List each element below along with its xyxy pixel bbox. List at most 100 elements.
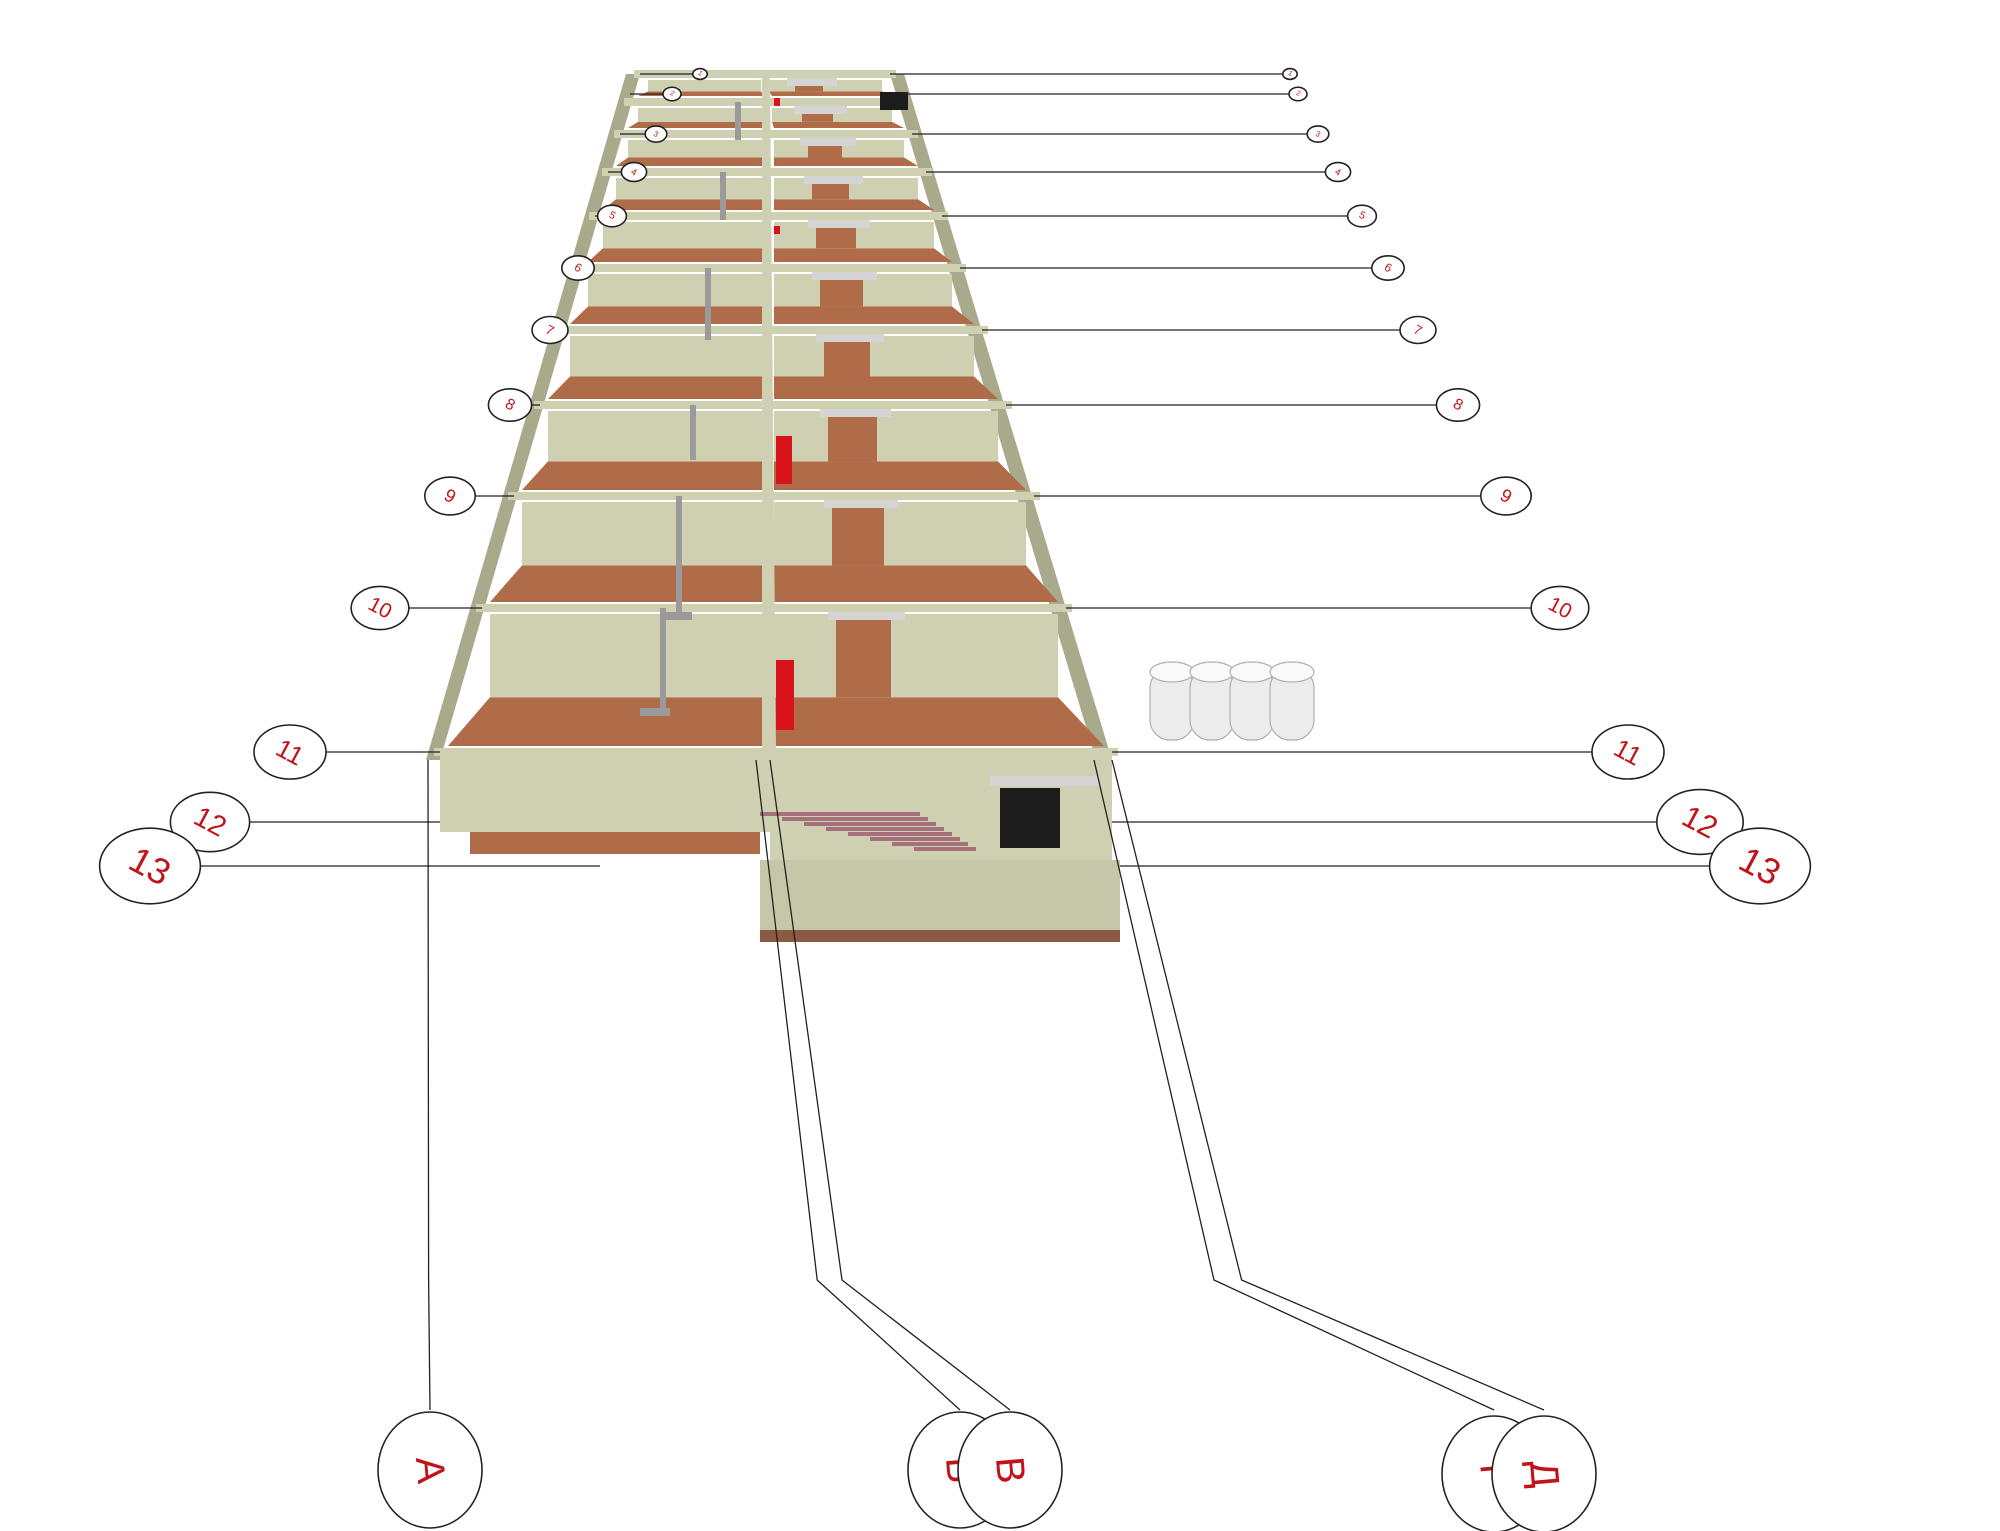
row-axis-circle bbox=[620, 161, 648, 183]
column-leader-col-d bbox=[1111, 759, 1545, 1411]
row-axis-circle bbox=[1346, 204, 1378, 228]
room-floor bbox=[774, 697, 1104, 746]
door-lintel bbox=[990, 776, 1100, 786]
middle-wall bbox=[762, 74, 776, 752]
stair-step bbox=[804, 822, 936, 826]
room-floor bbox=[774, 157, 918, 166]
vertical-pipe bbox=[705, 268, 711, 340]
room-floor bbox=[772, 121, 904, 128]
door-lintel bbox=[800, 138, 856, 146]
vertical-pipe bbox=[660, 608, 666, 716]
front-floor-strip bbox=[470, 832, 760, 854]
row-axis-marker-8: 8 bbox=[487, 387, 533, 422]
column-leader-col-g bbox=[1093, 759, 1495, 1411]
door-lintel bbox=[787, 78, 837, 86]
row-axis-circle bbox=[691, 67, 708, 81]
row-axis-marker-11: 11 bbox=[1591, 724, 1665, 780]
stair-step bbox=[914, 847, 976, 851]
room-floor bbox=[616, 157, 766, 166]
column-axis-marker-col-d: Д bbox=[1491, 1415, 1597, 1531]
entrance-block bbox=[760, 860, 1120, 930]
row-axis-circle bbox=[1435, 387, 1481, 422]
row-axis-marker-9: 9 bbox=[1480, 476, 1533, 516]
room-back-wall bbox=[616, 178, 766, 200]
door-lintel bbox=[808, 220, 870, 228]
row-axis-label: 6 bbox=[1382, 261, 1394, 276]
row-axis-circle bbox=[1399, 315, 1437, 345]
row-axis-circle bbox=[1324, 161, 1352, 183]
room-back-wall bbox=[774, 614, 1058, 698]
vertical-pipe bbox=[720, 172, 726, 220]
water-tank-top bbox=[1269, 661, 1315, 683]
row-axis-label: 5 bbox=[1357, 210, 1367, 223]
row-axis-marker-6: 6 bbox=[560, 255, 595, 281]
row-axis-marker-3: 3 bbox=[1306, 125, 1330, 143]
row-axis-circle bbox=[1708, 827, 1812, 905]
room-back-wall bbox=[774, 336, 974, 377]
row-axis-label: 1 bbox=[697, 70, 704, 78]
row-axis-label: 5 bbox=[607, 210, 617, 223]
row-axis-marker-1: 1 bbox=[1282, 67, 1299, 81]
door-lintel bbox=[812, 272, 877, 280]
row-axis-circle bbox=[169, 791, 251, 853]
row-axis-circle bbox=[1656, 788, 1745, 856]
door-dark bbox=[1000, 788, 1060, 848]
outer-wall-left bbox=[426, 74, 640, 760]
row-axis-marker-3: 3 bbox=[644, 125, 668, 143]
column-axis-marker-col-v: В bbox=[957, 1411, 1063, 1529]
column-axis-label: В bbox=[987, 1455, 1033, 1485]
stair-step bbox=[870, 837, 960, 841]
row-axis-label: 4 bbox=[1333, 166, 1342, 177]
door-lintel bbox=[824, 500, 898, 508]
row-axis-label: 2 bbox=[669, 90, 676, 98]
column-axis-circle bbox=[957, 1411, 1063, 1529]
room-back-wall bbox=[638, 108, 764, 122]
room-floor bbox=[448, 697, 766, 746]
room-floor bbox=[774, 461, 1026, 490]
room-back-wall bbox=[570, 336, 766, 377]
heater bbox=[774, 98, 780, 106]
stair-step bbox=[892, 842, 968, 846]
row-axis-marker-7: 7 bbox=[531, 315, 569, 345]
row-axis-marker-11: 11 bbox=[253, 724, 327, 780]
row-axis-marker-2: 2 bbox=[662, 86, 682, 102]
room-floor bbox=[603, 199, 766, 210]
pipe-elbow bbox=[640, 708, 670, 716]
row-axis-marker-4: 4 bbox=[1324, 161, 1352, 183]
doorway bbox=[836, 614, 891, 698]
row-axis-circle bbox=[596, 204, 628, 228]
room-floor bbox=[769, 91, 892, 96]
row-axis-circle bbox=[560, 255, 595, 281]
room-back-wall bbox=[774, 411, 998, 462]
row-axis-marker-12: 12 bbox=[1656, 788, 1745, 856]
row-axis-circle bbox=[1371, 255, 1406, 281]
axis-leader-lines bbox=[200, 73, 1710, 1411]
door-lintel bbox=[794, 106, 847, 114]
row-axis-circle bbox=[1530, 585, 1590, 631]
room-floor bbox=[774, 306, 974, 324]
column-leader-col-v bbox=[769, 759, 1011, 1411]
row-axis-circle bbox=[662, 86, 682, 102]
heater bbox=[774, 226, 780, 234]
room-floor bbox=[774, 376, 998, 399]
column-leader-col-a bbox=[427, 759, 431, 1411]
heater bbox=[776, 436, 792, 484]
row-axis-circle bbox=[253, 724, 327, 780]
row-axis-marker-6: 6 bbox=[1371, 255, 1406, 281]
room-back-wall bbox=[603, 222, 766, 249]
row-axis-marker-4: 4 bbox=[620, 161, 648, 183]
row-axis-label: 3 bbox=[652, 129, 660, 139]
door-lintel bbox=[816, 334, 884, 342]
row-axis-marker-10: 10 bbox=[350, 585, 410, 631]
row-axis-circle bbox=[1591, 724, 1665, 780]
row-axis-circle bbox=[1288, 86, 1308, 102]
vertical-pipe bbox=[735, 102, 741, 140]
row-axis-marker-13: 13 bbox=[1708, 827, 1812, 905]
room-floor bbox=[522, 461, 766, 490]
door-lintel bbox=[820, 409, 891, 417]
room-back-wall bbox=[490, 614, 766, 698]
stair-step bbox=[848, 832, 952, 836]
column-axis-label: Д bbox=[1521, 1459, 1567, 1490]
room-back-wall bbox=[548, 411, 766, 462]
row-axis-marker-5: 5 bbox=[1346, 204, 1378, 228]
